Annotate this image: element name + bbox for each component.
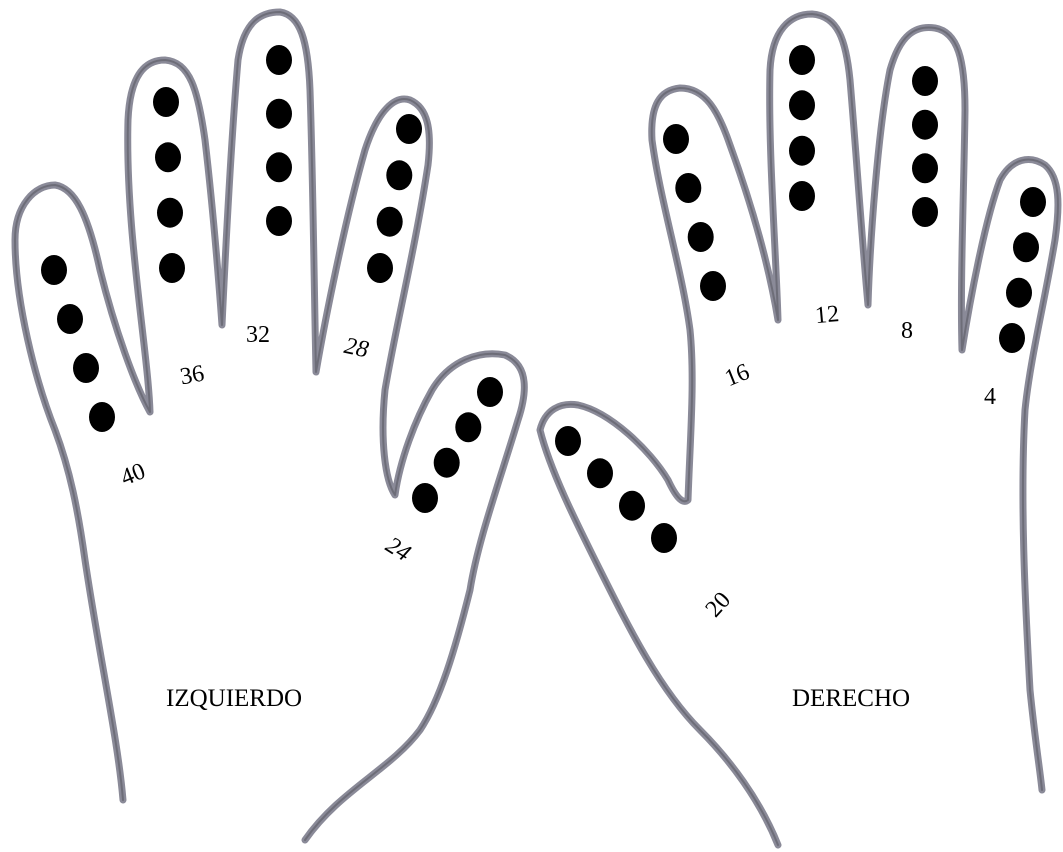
- left-finger-5-dot-1: [477, 377, 503, 407]
- left-finger-4-dot-3: [377, 207, 403, 237]
- left-hand-outline: [15, 12, 524, 840]
- left-finger-1-dot-1: [41, 255, 67, 285]
- finger-number-right-5: 4: [984, 384, 996, 410]
- right-finger-1-dot-2: [587, 458, 613, 488]
- right-finger-2-dot-4: [700, 271, 726, 301]
- left-finger-3-dot-3: [266, 152, 292, 182]
- left-finger-2-dot-1: [153, 87, 179, 117]
- right-finger-4-dot-1: [912, 66, 938, 96]
- left-finger-1-dot-2: [57, 304, 83, 334]
- left-finger-4-dot-1: [396, 114, 422, 144]
- finger-number-left-5: 24: [381, 532, 415, 567]
- right-finger-3-dot-4: [789, 181, 815, 211]
- left-finger-3-dot-4: [266, 206, 292, 236]
- finger-number-left-1: 40: [117, 458, 149, 491]
- finger-number-right-2: 16: [721, 359, 753, 392]
- left-finger-4-dot-2: [386, 160, 412, 190]
- right-finger-5-dot-4: [999, 323, 1025, 353]
- left-finger-5-dot-4: [412, 483, 438, 513]
- right-finger-1-dot-4: [651, 523, 677, 553]
- finger-number-right-4: 8: [901, 318, 913, 344]
- right-finger-4-dot-3: [912, 153, 938, 183]
- left-finger-4-dot-4: [367, 253, 393, 283]
- right-finger-3-dot-2: [789, 90, 815, 120]
- left-finger-numbers: 40 36 32 28 24: [117, 322, 415, 567]
- finger-number-right-3: 12: [814, 301, 840, 329]
- right-finger-5-dot-3: [1006, 278, 1032, 308]
- finger-number-right-1: 20: [701, 587, 736, 622]
- left-finger-3-dot-1: [266, 45, 292, 75]
- finger-number-left-3: 32: [246, 322, 270, 348]
- left-finger-1-dot-3: [73, 353, 99, 383]
- right-finger-5-dot-2: [1013, 232, 1039, 262]
- right-finger-3-dot-3: [789, 136, 815, 166]
- right-finger-2-dot-2: [675, 173, 701, 203]
- right-finger-5-dot-1: [1020, 187, 1046, 217]
- right-finger-numbers: 20 16 12 8 4: [701, 301, 996, 622]
- finger-number-left-4: 28: [342, 333, 371, 363]
- right-finger-2-dot-1: [663, 124, 689, 154]
- right-finger-3-dot-1: [789, 45, 815, 75]
- right-finger-1-dot-3: [619, 491, 645, 521]
- right-hand-label: DERECHO: [792, 685, 910, 712]
- left-finger-1-dot-4: [89, 402, 115, 432]
- right-finger-4-dot-2: [912, 110, 938, 140]
- finger-dots: [41, 45, 1046, 553]
- left-hand-label: IZQUIERDO: [166, 685, 302, 712]
- left-finger-2-dot-3: [157, 198, 183, 228]
- right-finger-1-dot-1: [555, 426, 581, 456]
- left-finger-2-dot-4: [159, 253, 185, 283]
- left-finger-3-dot-2: [266, 99, 292, 129]
- right-finger-4-dot-4: [912, 197, 938, 227]
- left-finger-5-dot-2: [455, 412, 481, 442]
- right-finger-2-dot-3: [688, 222, 714, 252]
- left-finger-2-dot-2: [155, 142, 181, 172]
- left-finger-5-dot-3: [434, 448, 460, 478]
- finger-number-left-2: 36: [178, 361, 206, 391]
